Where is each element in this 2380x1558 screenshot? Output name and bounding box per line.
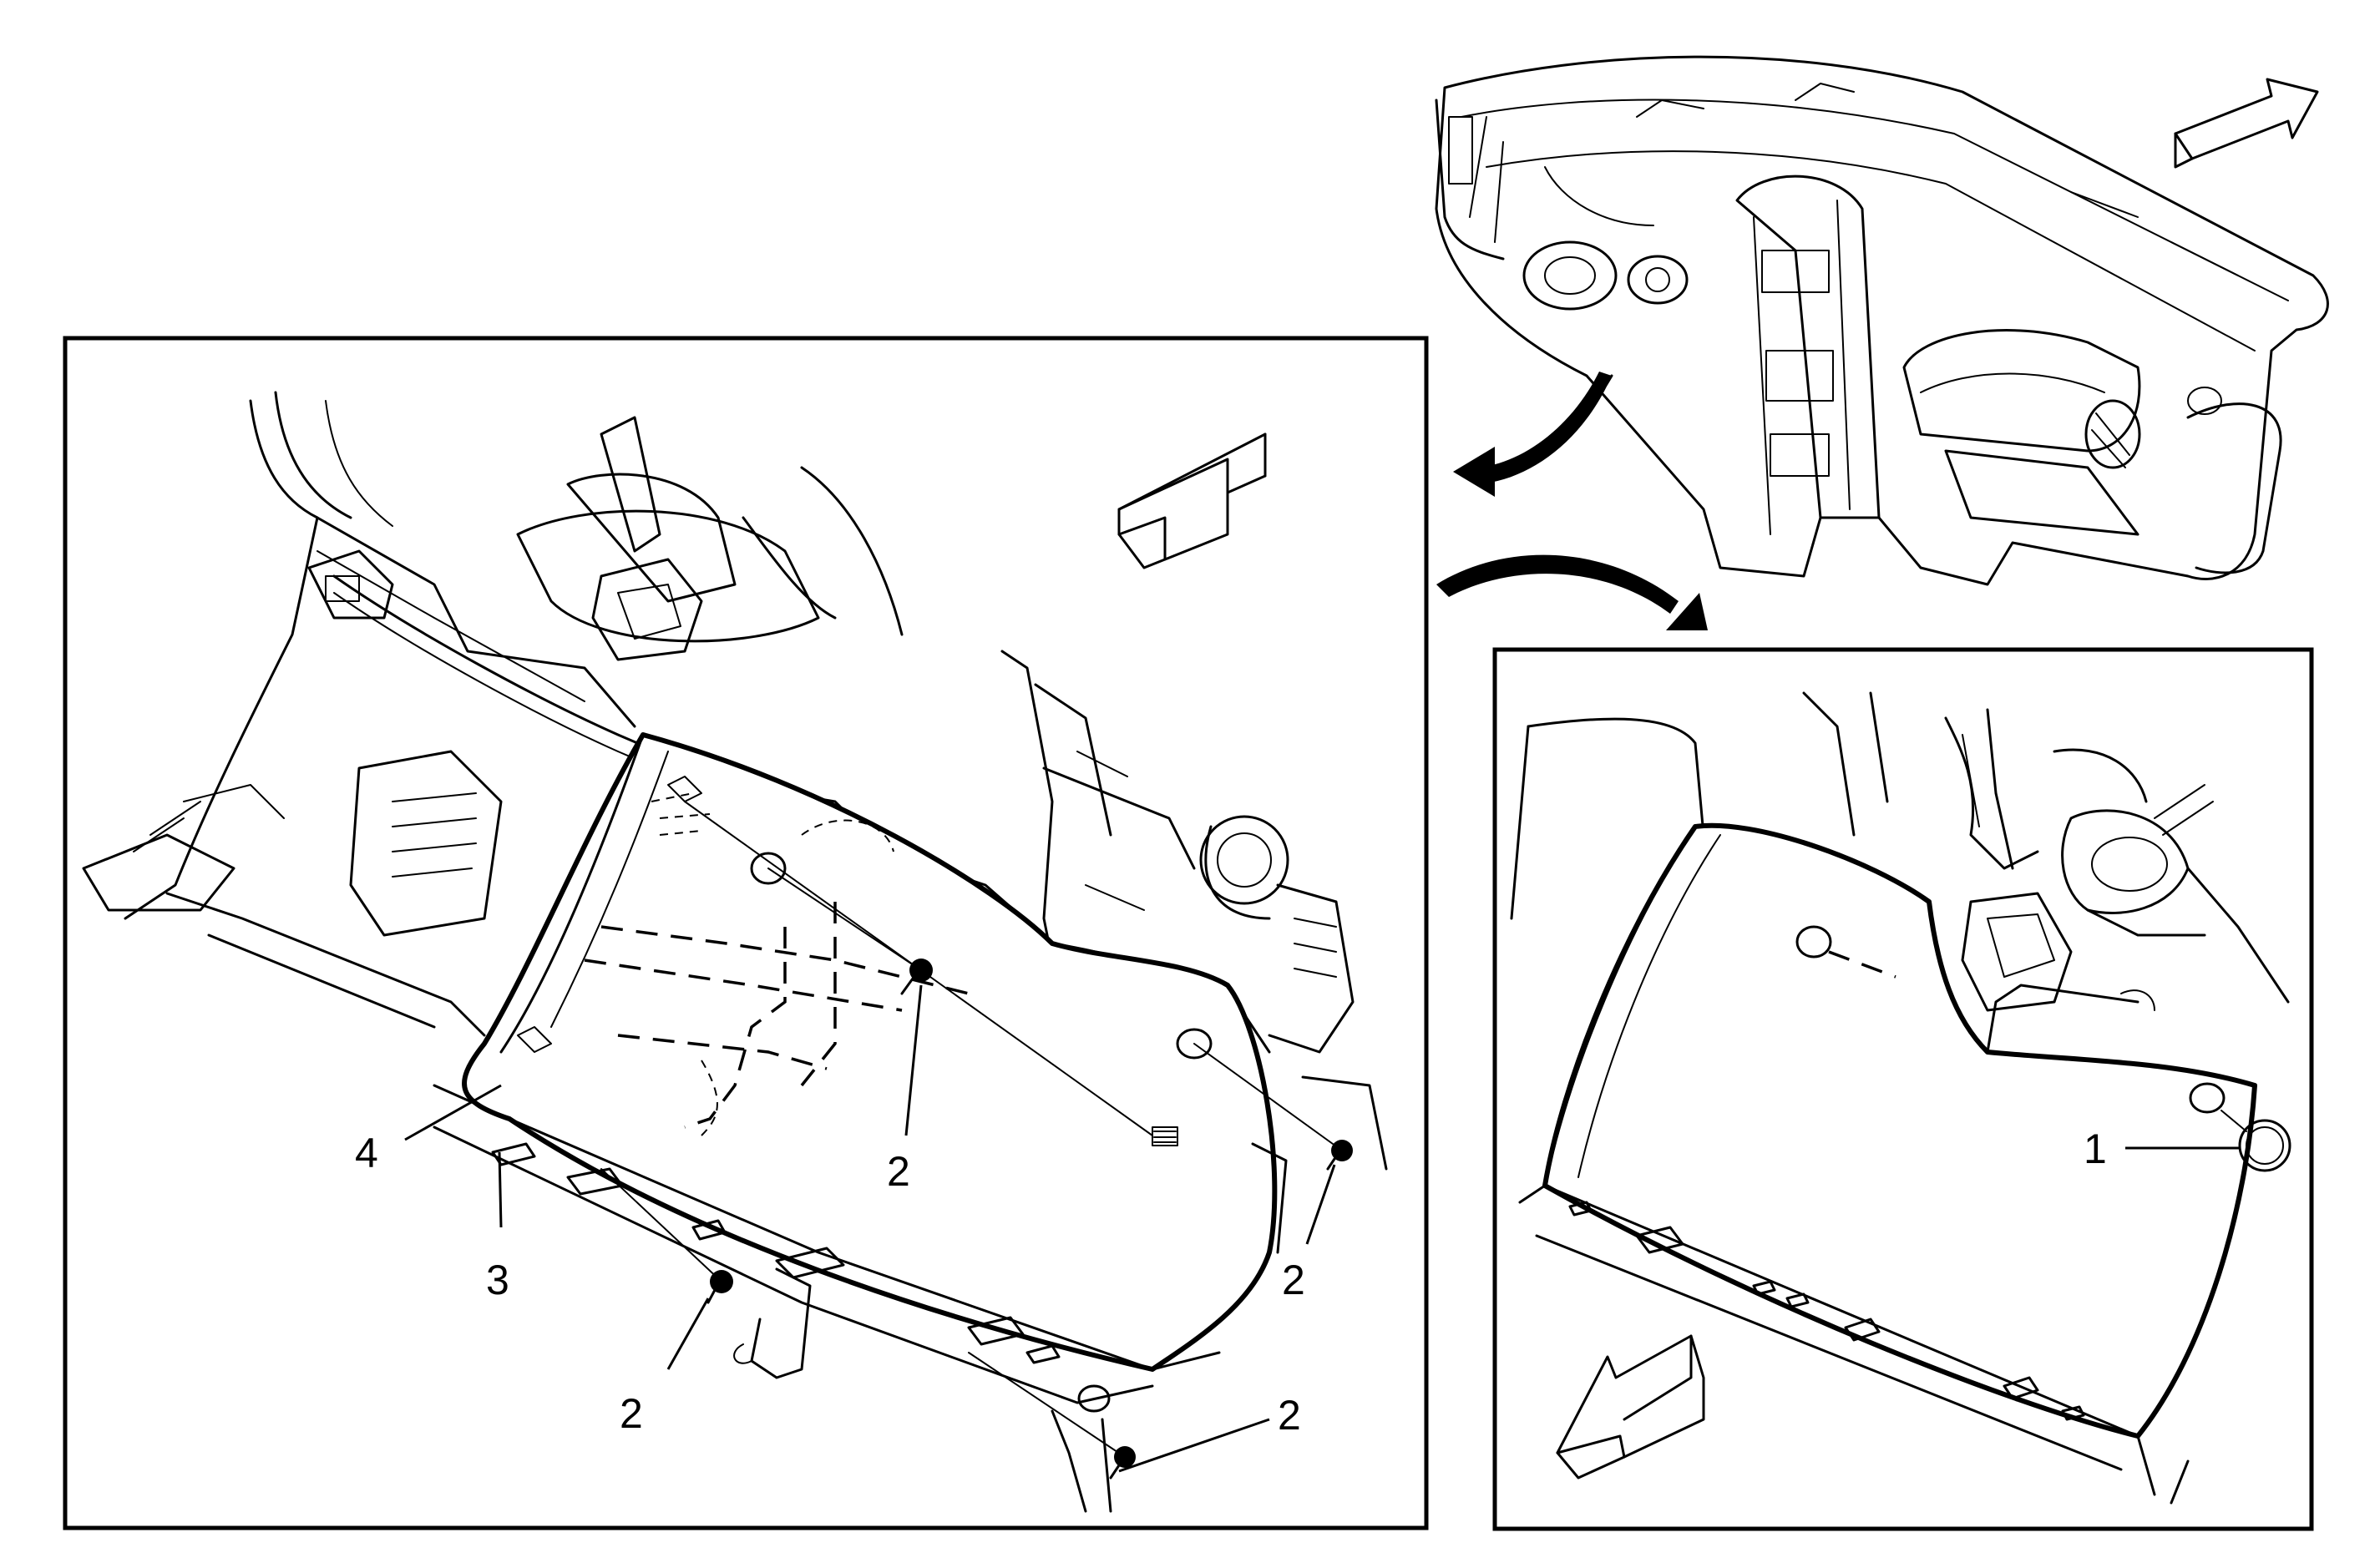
view-direction-arrow-bottom (1556, 1334, 1705, 1480)
knee-bolster-panel-installed (1542, 822, 2257, 1439)
detail-view-left (82, 391, 1388, 1513)
instrument-panel-overview (1435, 55, 2329, 586)
view-direction-arrow-left (1117, 432, 1267, 569)
transition-arrow-left (1453, 372, 1613, 497)
detail-view-left-frame (63, 336, 1429, 1530)
fastener-bolt (1326, 1140, 1353, 1171)
callout-2-bottom-left: 2 (620, 1390, 643, 1437)
knee-bolster-panel (462, 732, 1278, 1372)
fastener-cover-cap (2238, 1119, 2291, 1172)
view-direction-arrow-top (2174, 78, 2319, 169)
fastener-bolt (706, 1270, 733, 1304)
callout-4: 4 (355, 1130, 378, 1176)
detail-view-right-frame (1492, 647, 2314, 1531)
callout-1: 1 (2084, 1126, 2107, 1172)
callout-2-top: 2 (887, 1148, 910, 1195)
callout-2-right: 2 (1282, 1257, 1305, 1303)
callout-2-bottom-right: 2 (1278, 1392, 1301, 1439)
transition-arrow-right (1436, 554, 1708, 630)
detail-view-right (1510, 691, 2291, 1505)
callout-3: 3 (486, 1257, 509, 1303)
